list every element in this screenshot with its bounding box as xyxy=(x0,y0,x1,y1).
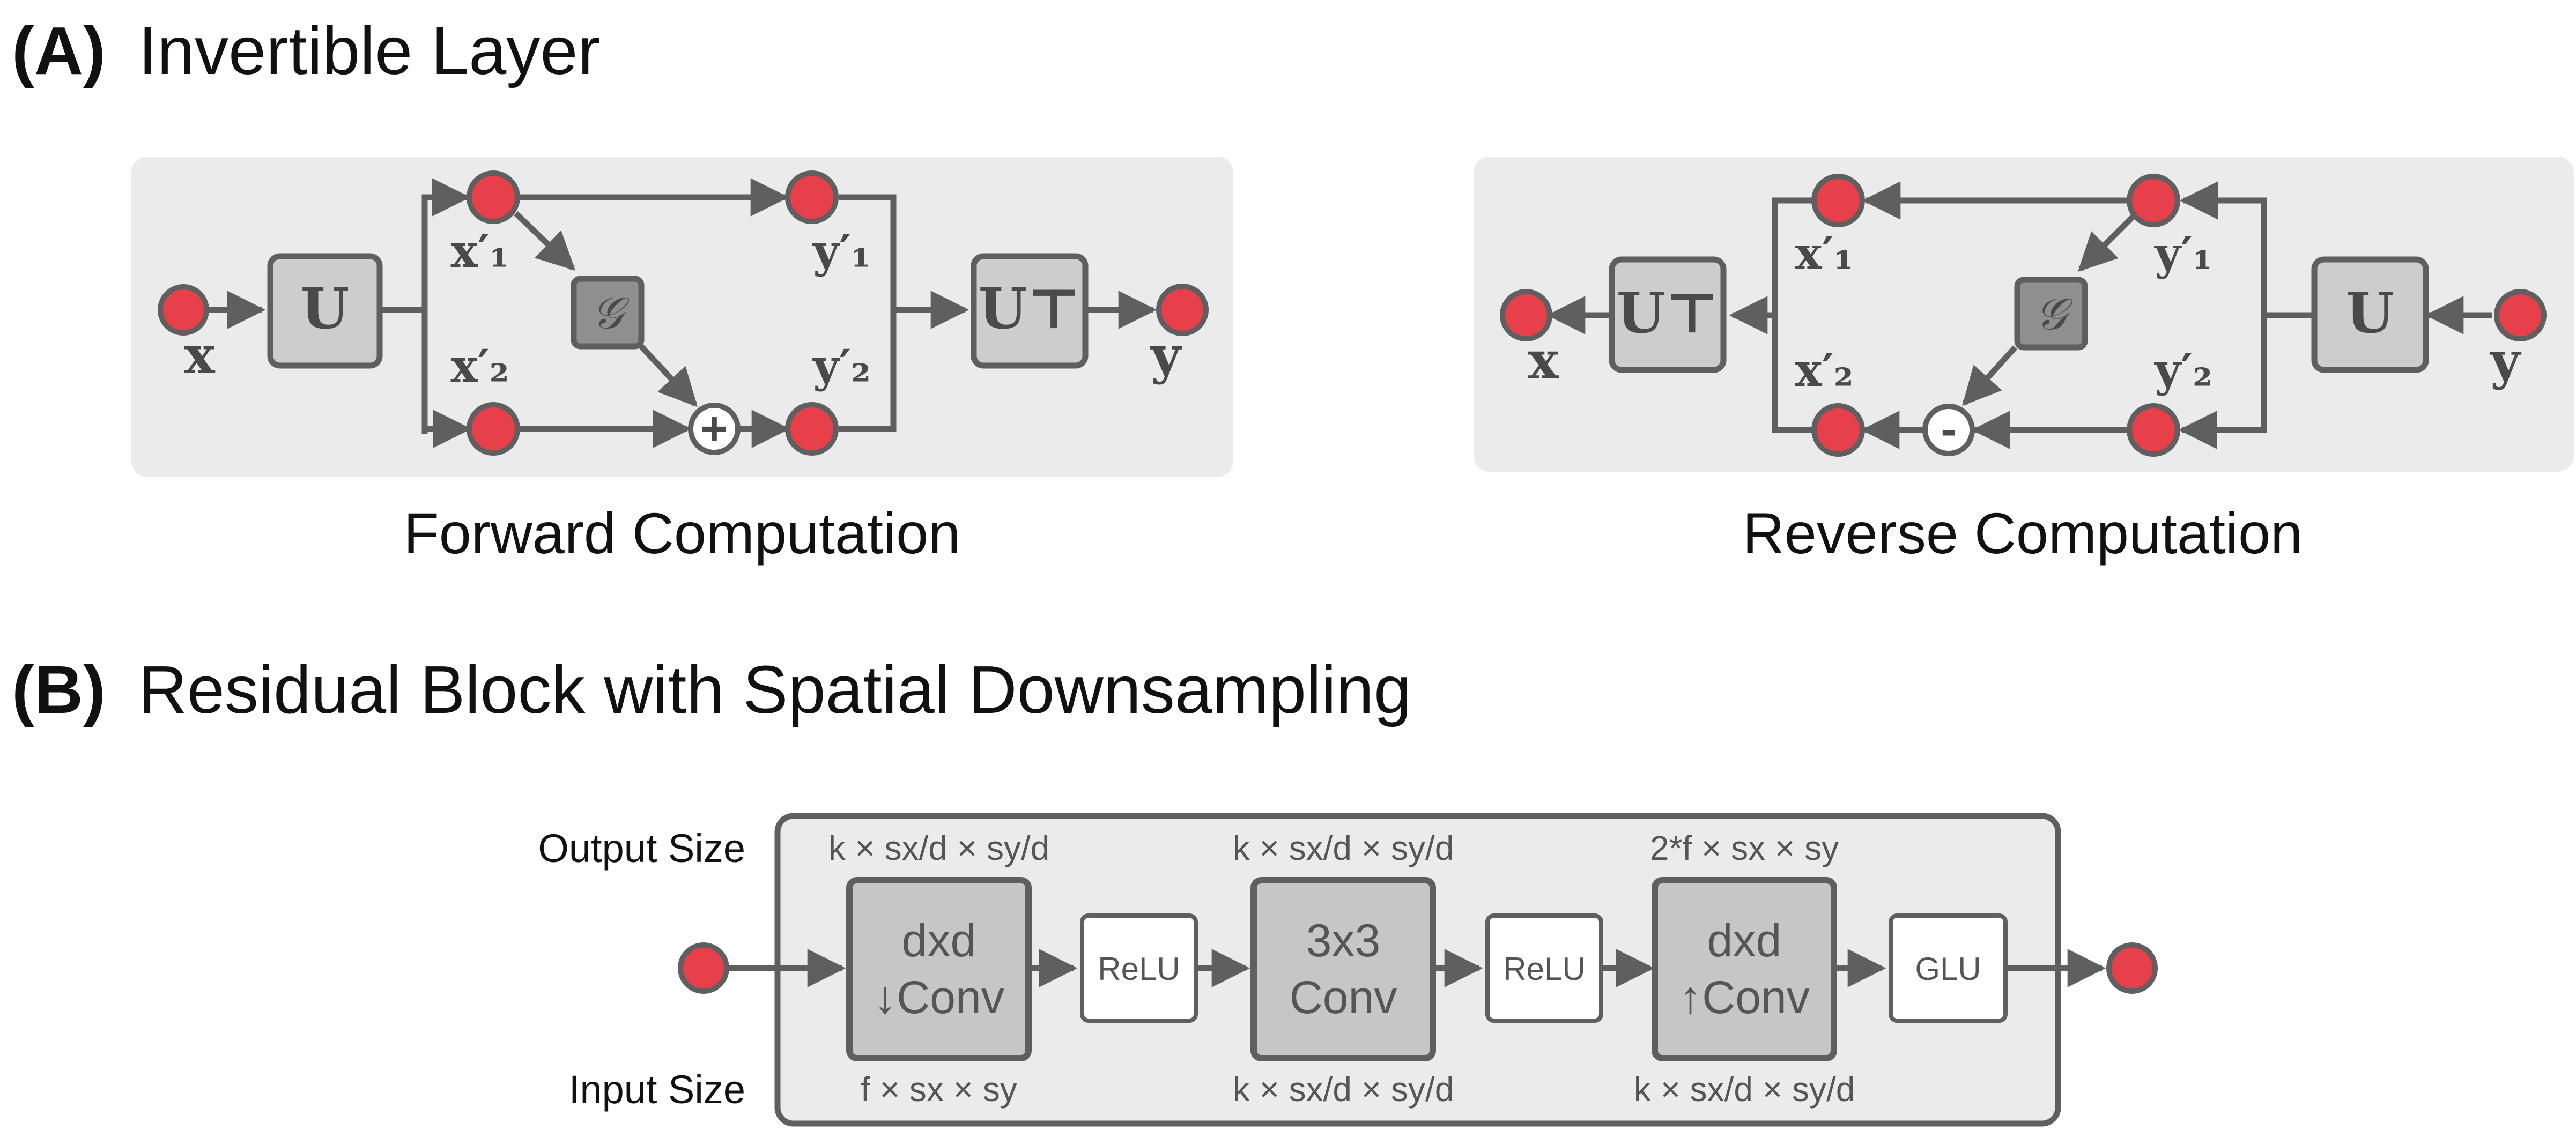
panel-b-title: Residual Block with Spatial Downsampling xyxy=(138,652,1411,727)
label-y1: y′₁ xyxy=(812,225,871,278)
conv3x3-output-size: k × sx/d × sy/d xyxy=(1233,829,1454,867)
label-x-rev: x xyxy=(1528,330,1559,391)
g-function-box-rev xyxy=(2014,277,2088,351)
relu-block-1 xyxy=(1080,913,1198,1023)
conv3x3-line1: 3x3 xyxy=(1306,915,1381,967)
input-size-label: Input Size xyxy=(569,1067,745,1112)
output-node-x-rev xyxy=(1500,289,1552,341)
input-node xyxy=(678,942,729,994)
glu-block xyxy=(1889,913,2008,1023)
panel-b-letter: (B) xyxy=(12,652,106,727)
upsample-conv-line1: dxd xyxy=(1707,915,1782,967)
panel-a-title: Invertible Layer xyxy=(138,13,600,88)
node-x1-rev xyxy=(1811,174,1865,227)
relu-block-1-label: ReLU xyxy=(1098,951,1180,987)
edge-x1-to-g xyxy=(514,211,576,271)
label-x2-rev: x′₂ xyxy=(1795,344,1853,397)
panel-a-letter: (A) xyxy=(12,13,106,88)
edge-g-to-minus-rev xyxy=(1962,345,2018,406)
subtract-operator xyxy=(1922,404,1975,456)
edge-y1-to-g-rev xyxy=(2077,214,2135,272)
u-matrix-label: U xyxy=(301,276,350,341)
u-matrix-box xyxy=(267,253,383,369)
reverse-computation-diagram: U⊤ 𝒢 U - x x′₁ x′₂ y′₁ y′₂ y Reverse Com… xyxy=(1474,157,2574,566)
conv3x3-block xyxy=(1250,877,1436,1061)
upsample-conv-input-size: k × sx/d × sy/d xyxy=(1634,1070,1855,1109)
downsample-conv-line2: ↓Conv xyxy=(874,972,1004,1023)
u-transpose-label-rev: U⊤ xyxy=(1617,280,1719,346)
u-transpose-label: U⊤ xyxy=(979,276,1081,341)
add-operator-symbol: + xyxy=(700,402,728,455)
panel-a-heading: (A) Invertible Layer xyxy=(12,13,600,88)
upsample-conv-block xyxy=(1652,877,1837,1061)
label-x2: x′₂ xyxy=(450,339,509,392)
output-node-y xyxy=(1156,284,1209,336)
residual-block-diagram: Output Size Input Size dxd ↓Conv k × sx/… xyxy=(538,813,2158,1127)
forward-caption: Forward Computation xyxy=(404,501,960,566)
label-y2-rev: y′₂ xyxy=(2153,344,2212,397)
u-matrix-label-rev: U xyxy=(2346,280,2395,346)
downsample-conv-block xyxy=(846,877,1032,1061)
node-y2-rev xyxy=(2127,403,2180,457)
forward-computation-diagram: U 𝒢 U⊤ + x x′₁ x′₂ y′₁ y′₂ y Forward Com… xyxy=(131,157,1233,566)
node-x1 xyxy=(467,170,520,224)
downsample-conv-line1: dxd xyxy=(902,915,976,967)
relu-block-2 xyxy=(1485,913,1603,1023)
u-matrix-box-rev xyxy=(2311,256,2429,373)
edge-split-to-y2-rev xyxy=(2178,315,2267,449)
add-operator xyxy=(688,403,741,455)
edge-y1-to-merge xyxy=(839,194,897,432)
edge-split-to-x2 xyxy=(421,310,472,448)
g-function-box xyxy=(571,276,645,350)
label-x1: x′₁ xyxy=(450,225,509,278)
g-function-label: 𝒢 xyxy=(592,288,630,339)
glu-block-label: GLU xyxy=(1915,951,1981,987)
label-y1-rev: y′₁ xyxy=(2153,227,2212,280)
input-node-y-rev xyxy=(2494,289,2547,341)
u-transpose-box-rev xyxy=(1609,256,1727,373)
node-y1-rev xyxy=(2127,174,2180,227)
g-function-label-rev: 𝒢 xyxy=(2035,289,2073,340)
reverse-caption: Reverse Computation xyxy=(1743,501,2303,566)
input-node-x xyxy=(158,284,209,336)
output-size-label: Output Size xyxy=(538,826,745,871)
node-y1 xyxy=(785,170,839,224)
output-node xyxy=(2106,942,2158,994)
upsample-conv-line2: ↑Conv xyxy=(1679,972,1810,1023)
downsample-conv-output-size: k × sx/d × sy/d xyxy=(828,829,1050,867)
label-y2: y′₂ xyxy=(812,339,871,392)
relu-block-2-label: ReLU xyxy=(1503,951,1585,987)
u-transpose-box xyxy=(971,253,1089,369)
subtract-operator-symbol: - xyxy=(1941,402,1956,455)
edge-split-to-y1-rev xyxy=(2179,181,2267,315)
panel-b-heading: (B) Residual Block with Spatial Downsamp… xyxy=(12,652,1411,727)
forward-panel-background xyxy=(131,157,1233,477)
label-x: x xyxy=(184,325,215,385)
label-x1-rev: x′₁ xyxy=(1795,227,1853,280)
conv3x3-input-size: k × sx/d × sy/d xyxy=(1233,1070,1454,1109)
node-y2 xyxy=(785,402,839,456)
upsample-conv-output-size: 2*f × sx × sy xyxy=(1650,829,1839,867)
label-y: y xyxy=(1150,325,1182,385)
node-x2-rev xyxy=(1811,403,1865,457)
node-x2 xyxy=(467,402,520,456)
conv3x3-line2: Conv xyxy=(1290,972,1397,1023)
edge-g-to-plus xyxy=(636,342,698,407)
downsample-conv-input-size: f × sx × sy xyxy=(861,1070,1017,1109)
label-y-rev: y xyxy=(2489,330,2522,391)
